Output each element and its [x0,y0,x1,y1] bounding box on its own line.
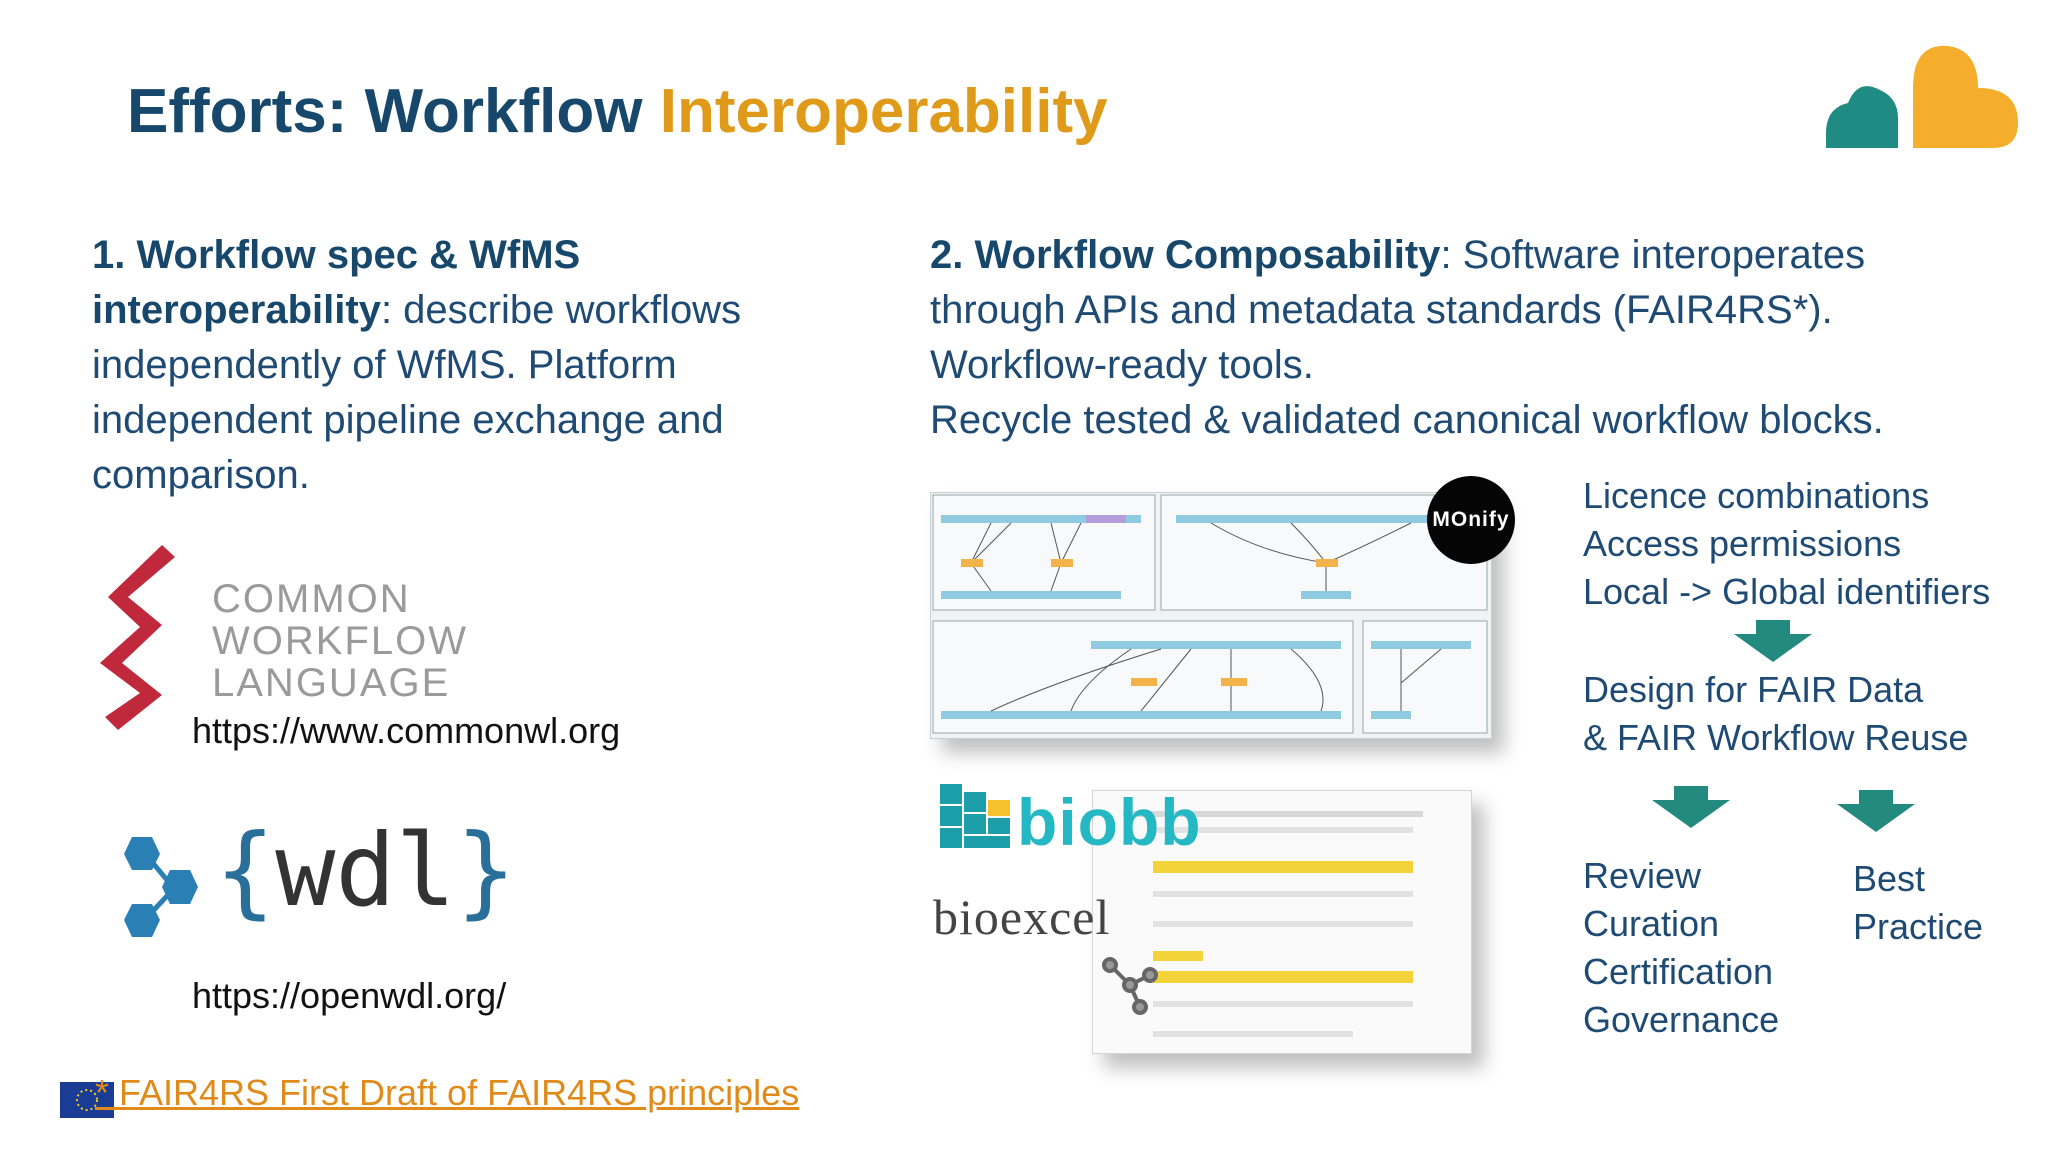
cwl-line3: LANGUAGE [212,661,451,705]
cwl-url-link[interactable]: https://www.commonwl.org [192,710,621,751]
flow-certification: Certification [1583,951,1774,992]
wdl-hexagon-icon [124,837,198,937]
biobb-blocks-icon [940,784,1010,848]
flow-item-identifiers: Local -> Global identifiers [1583,571,1991,612]
down-arrow-icon [1734,620,1812,662]
cwl-line1: COMMON [212,577,411,621]
molecule-icon [1102,957,1158,1015]
cwl-wordmark: COMMON WORKFLOW LANGUAGE [212,578,468,704]
right-heading: 2. Workflow Composability [930,233,1441,277]
left-column-text: 1. Workflow spec & WfMS interoperability… [92,228,832,503]
flow-practice: Practice [1853,906,1984,947]
flow-design-line1: Design for FAIR Data [1583,669,1924,710]
workflow-graph-image [932,494,1488,734]
flow-item-access: Access permissions [1583,523,1902,564]
right-line2: Workflow-ready tools. [930,343,1314,387]
down-arrow-right-icon [1837,790,1915,832]
wdl-close-brace: } [455,812,517,929]
left-description: : describe workflows independently of Wf… [92,288,742,497]
eu-flag-icon [60,1082,114,1118]
cwl-line2: WORKFLOW [212,619,468,663]
down-arrow-left-icon [1652,786,1730,828]
flow-item-licence: Licence combinations [1583,475,1930,516]
right-line3: Recycle tested & validated canonical wor… [930,398,1884,442]
flow-requirements-list: Licence combinations Access permissions … [1583,472,1990,616]
workflow-diagram-screenshot [930,492,1492,739]
flow-review: Review [1583,855,1702,896]
right-column-text: 2. Workflow Composability: Software inte… [930,228,2010,448]
wdl-name: wdl [275,812,456,929]
flow-review-list: Review Curation Certification Governance [1583,852,1779,1044]
wdl-url-link[interactable]: https://openwdl.org/ [192,975,507,1016]
title-part2: Interoperability [659,77,1108,146]
monify-logo: MOnify [1427,476,1515,564]
biobb-wordmark: biobb [1017,785,1202,859]
flow-design-line2: & FAIR Workflow Reuse [1583,717,1969,758]
bioexcel-wordmark: bioexcel [933,889,1111,945]
title-part1: Efforts: Workflow [127,77,660,146]
left-heading: 1. Workflow spec & WfMS interoperability [92,233,581,332]
flow-best-practice: Best Practice [1853,855,1983,951]
flow-design-text: Design for FAIR Data & FAIR Workflow Reu… [1583,666,1968,762]
cloud-hearts-logo [1826,45,2018,148]
flow-governance: Governance [1583,999,1780,1040]
flow-best: Best [1853,858,1926,899]
right-description: : Software interoperates through APIs an… [930,233,1866,332]
cwl-zigzag-icon [100,545,175,730]
documentation-page-image [1123,811,1423,1037]
wdl-open-brace: { [215,812,276,929]
slide-title: Efforts: Workflow Interoperability [127,76,1108,147]
biobb-documentation-screenshot [1092,790,1472,1054]
flow-curation: Curation [1583,903,1720,944]
fair4rs-footnote-link[interactable]: * FAIR4RS First Draft of FAIR4RS princip… [95,1072,800,1113]
wdl-wordmark: {wdl} [215,812,516,929]
